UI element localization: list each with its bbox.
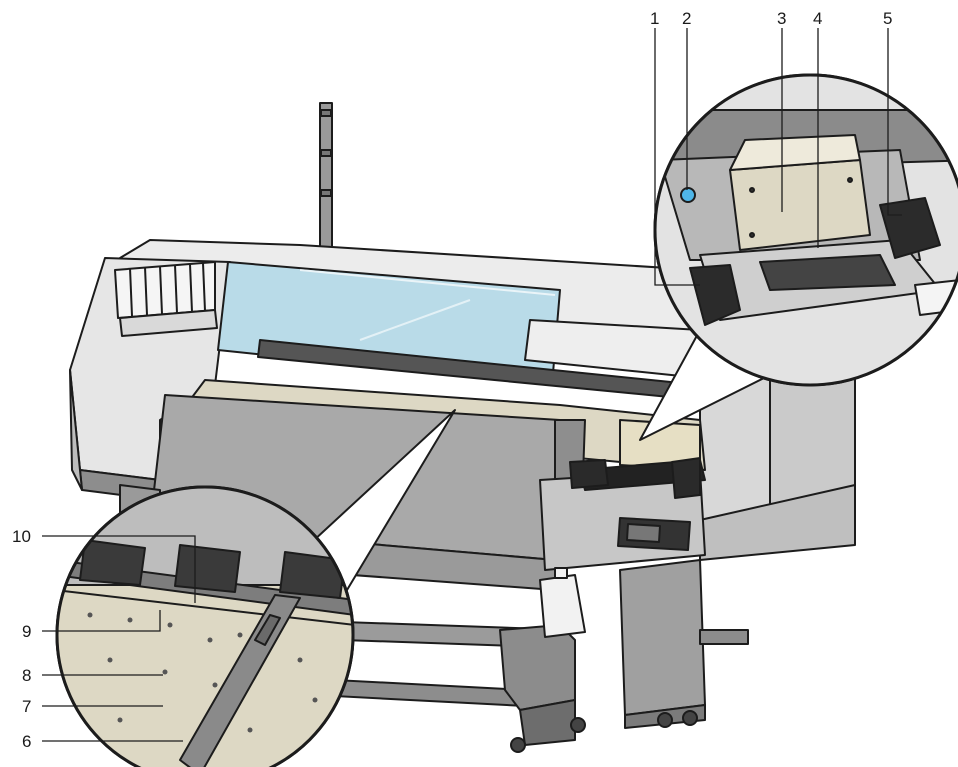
leader-1 [654, 28, 700, 286]
antenna-pole [319, 102, 333, 254]
media-clamp-1 [79, 539, 146, 586]
media-clamp-3 [279, 551, 346, 599]
callout-3: 3 [777, 9, 786, 28]
leader-5 [887, 28, 902, 216]
cap-unit-left [689, 264, 741, 326]
carriage-cap-right [671, 457, 701, 499]
callout-6: 6 [22, 732, 31, 751]
callout-10: 10 [12, 527, 31, 546]
wiper-unit [879, 197, 941, 259]
callout-8: 8 [22, 666, 31, 685]
media-clamp-2 [174, 544, 241, 593]
callout-1: 1 [650, 9, 659, 28]
detail-circle-carriage [653, 73, 958, 387]
carriage-cap-left [569, 459, 609, 489]
lcd-panel-icon [617, 517, 691, 551]
cutter-groove [179, 594, 301, 767]
printer-body [69, 102, 856, 753]
callout-9: 9 [22, 622, 31, 641]
leader-10 [42, 535, 196, 603]
callout-4: 4 [813, 9, 822, 28]
right-stand [619, 559, 706, 716]
leader-9 [42, 610, 161, 632]
callout-5: 5 [883, 9, 892, 28]
callout-2: 2 [682, 9, 691, 28]
callout-labels: 1 2 3 4 5 6 7 8 9 10 [12, 9, 892, 751]
ink-cartridge-bank [114, 261, 218, 337]
roll-holder-icon [499, 624, 586, 753]
callout-leaders [42, 28, 902, 742]
blue-lever-icon [680, 187, 696, 203]
callout-7: 7 [22, 697, 31, 716]
waste-ink-bottle [539, 574, 586, 638]
